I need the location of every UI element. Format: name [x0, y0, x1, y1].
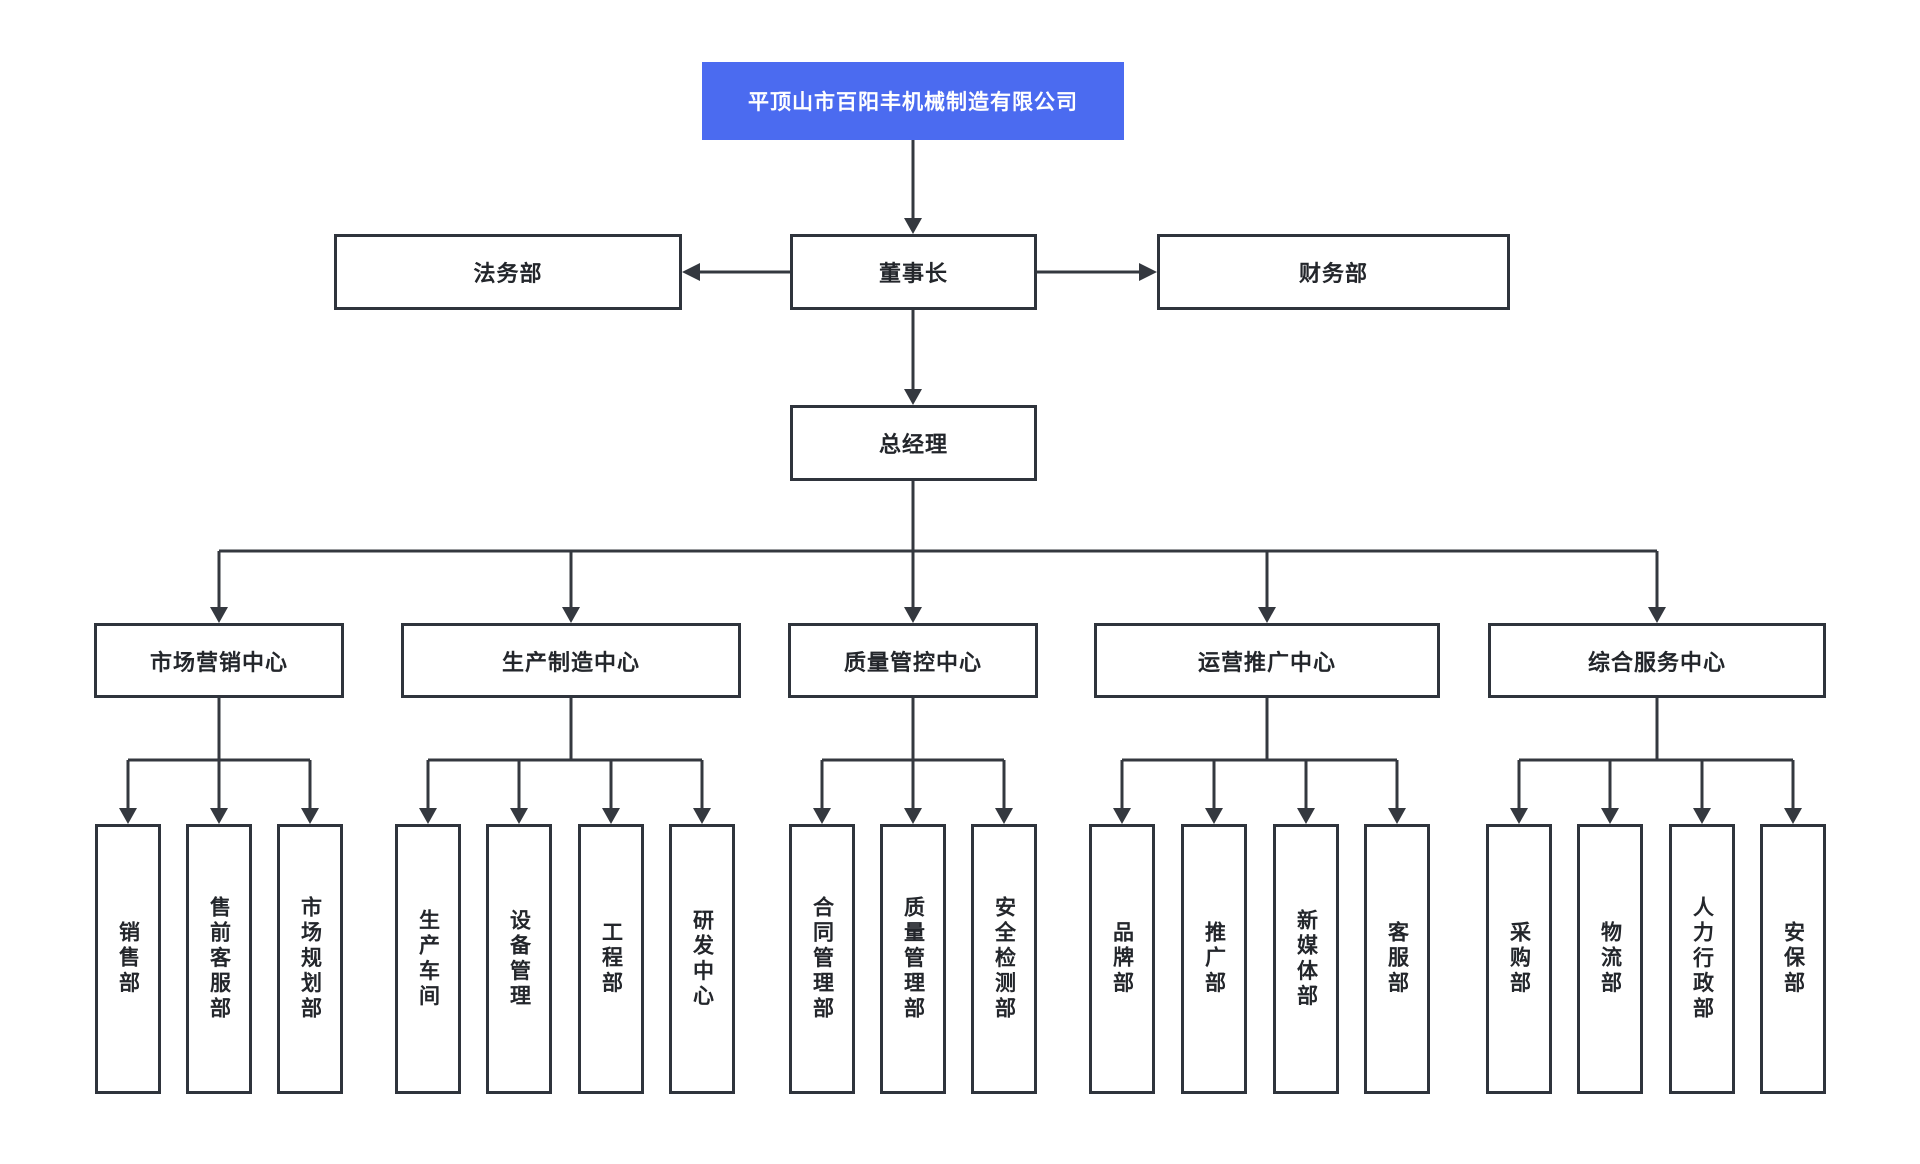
- dept-contract-mgmt-label: 合同管理部: [810, 896, 834, 1022]
- dept-engineering-label: 工程部: [599, 921, 623, 997]
- center-quality-label: 质量管控中心: [843, 649, 982, 675]
- dept-brand-label: 品牌部: [1110, 921, 1134, 997]
- node-dept-equipment-mgmt: 设备管理: [486, 824, 552, 1094]
- company-name-label: 平顶山市百阳丰机械制造有限公司: [748, 91, 1078, 114]
- node-general-manager: 总经理: [790, 405, 1037, 481]
- node-dept-rnd-center: 研发中心: [669, 824, 735, 1094]
- node-dept-contract-mgmt: 合同管理部: [789, 824, 855, 1094]
- node-dept-hr-admin: 人力行政部: [1669, 824, 1735, 1094]
- node-dept-safety-inspection: 安全检测部: [971, 824, 1037, 1094]
- node-dept-engineering: 工程部: [578, 824, 644, 1094]
- node-dept-new-media: 新媒体部: [1273, 824, 1339, 1094]
- general-manager-label: 总经理: [878, 432, 948, 457]
- dept-presales-service-label: 售前客服部: [207, 896, 231, 1022]
- finance-dept-label: 财务部: [1298, 261, 1368, 286]
- center-marketing-label: 市场营销中心: [149, 649, 288, 675]
- dept-sales-label: 销售部: [116, 921, 140, 997]
- chairman-label: 董事长: [878, 261, 948, 286]
- node-dept-presales-service: 售前客服部: [186, 824, 252, 1094]
- node-dept-customer-service: 客服部: [1364, 824, 1430, 1094]
- node-chairman: 董事长: [790, 234, 1037, 310]
- node-dept-security: 安保部: [1760, 824, 1826, 1094]
- node-center-services: 综合服务中心: [1488, 623, 1826, 698]
- node-dept-promotion: 推广部: [1181, 824, 1247, 1094]
- node-dept-logistics: 物流部: [1577, 824, 1643, 1094]
- center-services-label: 综合服务中心: [1587, 649, 1726, 675]
- dept-procurement-label: 采购部: [1507, 921, 1531, 997]
- center-production-label: 生产制造中心: [501, 649, 640, 675]
- node-company-root: 平顶山市百阳丰机械制造有限公司: [702, 62, 1124, 140]
- node-center-production: 生产制造中心: [401, 623, 741, 698]
- node-dept-brand: 品牌部: [1089, 824, 1155, 1094]
- node-finance-dept: 财务部: [1157, 234, 1510, 310]
- dept-hr-admin-label: 人力行政部: [1690, 896, 1714, 1022]
- dept-quality-mgmt-label: 质量管理部: [901, 896, 925, 1022]
- node-center-marketing: 市场营销中心: [94, 623, 344, 698]
- arrowheads: [119, 218, 1802, 824]
- dept-safety-inspection-label: 安全检测部: [992, 896, 1016, 1022]
- node-dept-market-planning: 市场规划部: [277, 824, 343, 1094]
- node-dept-procurement: 采购部: [1486, 824, 1552, 1094]
- dept-market-planning-label: 市场规划部: [298, 896, 322, 1022]
- node-center-quality: 质量管控中心: [788, 623, 1038, 698]
- center-operations-label: 运营推广中心: [1197, 649, 1336, 675]
- dept-new-media-label: 新媒体部: [1294, 908, 1318, 1010]
- node-dept-sales: 销售部: [95, 824, 161, 1094]
- dept-production-workshop-label: 生产车间: [416, 908, 440, 1010]
- node-dept-production-workshop: 生产车间: [395, 824, 461, 1094]
- dept-security-label: 安保部: [1781, 921, 1805, 997]
- legal-dept-label: 法务部: [473, 261, 543, 286]
- node-legal-dept: 法务部: [334, 234, 682, 310]
- node-center-operations: 运营推广中心: [1094, 623, 1440, 698]
- dept-customer-service-label: 客服部: [1385, 921, 1409, 997]
- node-dept-quality-mgmt: 质量管理部: [880, 824, 946, 1094]
- dept-rnd-center-label: 研发中心: [690, 908, 714, 1010]
- dept-equipment-mgmt-label: 设备管理: [507, 908, 531, 1010]
- dept-logistics-label: 物流部: [1598, 921, 1622, 997]
- dept-promotion-label: 推广部: [1202, 921, 1226, 997]
